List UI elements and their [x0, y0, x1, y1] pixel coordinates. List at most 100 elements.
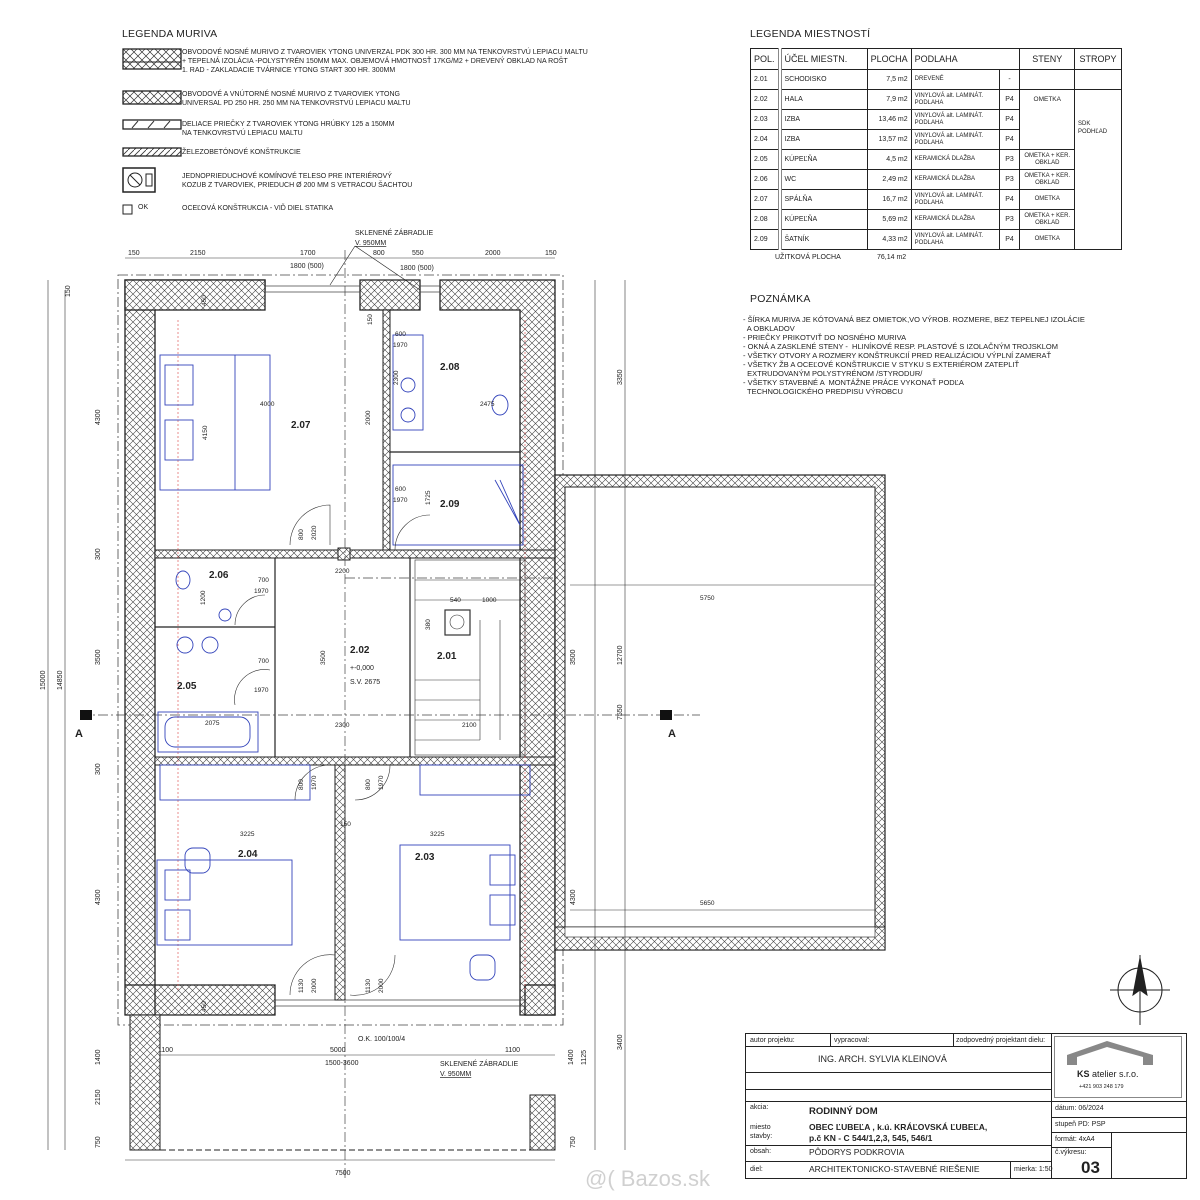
svg-text:540: 540: [450, 597, 461, 604]
svg-text:4300: 4300: [95, 409, 102, 425]
svg-text:3500: 3500: [95, 649, 102, 665]
svg-text:2000: 2000: [311, 978, 318, 993]
svg-text:3225: 3225: [240, 831, 255, 838]
svg-text:4300: 4300: [95, 889, 102, 905]
room-floor: VINYLOVÁ alt. LAMINÁT. PODLAHA: [910, 109, 1000, 130]
legend-item-3: DELIACE PRIEČKY Z TVAROVIEK YTONG HRÚBKY…: [182, 121, 395, 137]
railing-bottom-1: SKLENENÉ ZÁBRADLIE: [440, 1059, 519, 1068]
svg-text:4300: 4300: [570, 889, 577, 905]
company-logo: KS atelier s.r.o. +421 903 248 179: [1054, 1036, 1182, 1098]
svg-text:800: 800: [298, 529, 305, 540]
svg-text:2020: 2020: [311, 525, 318, 540]
svg-text:5000: 5000: [330, 1047, 346, 1054]
legend-muriva: OBVODOVÉ NOSNÉ MURIVO Z TVAROVIEK YTONG …: [122, 48, 682, 223]
note-line: A OBKLADOV: [743, 324, 795, 333]
svg-text:150: 150: [340, 821, 351, 828]
svg-text:2000: 2000: [378, 978, 385, 993]
svg-text:1970: 1970: [311, 775, 318, 790]
legend-item-4: ŽELEZOBETÓNOVÉ KONŠTRUKCIE: [182, 149, 301, 156]
room-label-2.09: 2.09: [440, 499, 460, 510]
railing-bottom-2: V. 950MM: [440, 1071, 471, 1078]
drawing-no: 03: [1081, 1158, 1100, 1177]
content-value: PÔDORYS PODKROVIA: [809, 1147, 905, 1157]
svg-text:2075: 2075: [205, 720, 220, 727]
room-floor: VINYLOVÁ alt. LAMINÁT. PODLAHA: [910, 229, 1000, 250]
note-line: - OKNÁ A ZASKLENÉ STENY - HLINÍKOVÉ RESP…: [743, 342, 1058, 351]
responsible-label: zodpovedný projektant dielu:: [956, 1037, 1046, 1044]
room-label-2.06: 2.06: [209, 570, 229, 581]
room-walls: OMETKA: [1019, 89, 1076, 150]
svg-text:1970: 1970: [393, 342, 408, 349]
svg-text:600: 600: [395, 486, 406, 493]
note-line: - VŠETKY ŽB A OCEĽOVÉ KONŠTRUKCIE V STYK…: [743, 360, 1020, 369]
note-line: - ŠÍRKA MURIVA JE KÓTOVANÁ BEZ OMIETOK,V…: [743, 315, 1085, 324]
date: dátum: 06/2024: [1055, 1105, 1104, 1112]
author-name: ING. ARCH. SYLVIA KLEINOVÁ: [818, 1054, 947, 1064]
svg-text:2200: 2200: [335, 568, 350, 575]
svg-text:700: 700: [258, 577, 269, 584]
room-area: 4,33 m2: [866, 229, 912, 250]
svg-text:450: 450: [201, 295, 208, 306]
scale: mierka: 1:50: [1014, 1166, 1053, 1173]
svg-text:4150: 4150: [202, 425, 209, 440]
legend-muriva-title: LEGENDA MURIVA: [122, 28, 218, 40]
part-label: diel:: [750, 1166, 763, 1173]
total-area-label: UŽITKOVÁ PLOCHA: [775, 254, 841, 261]
svg-text:4000: 4000: [260, 401, 275, 408]
note-line: - VŠETKY STAVEBNÉ A MONTÁŽNE PRÁCE VYKON…: [743, 378, 964, 387]
legend-item-2: OBVODOVÉ A VNÚTORNÉ NOSNÉ MURIVO Z TVARO…: [182, 91, 411, 107]
svg-text:1125: 1125: [581, 1050, 588, 1065]
company-bold: KS: [1077, 1069, 1090, 1079]
svg-text:3350: 3350: [617, 369, 624, 385]
svg-text:1500-3600: 1500-3600: [325, 1060, 359, 1067]
author-label: autor projektu:: [750, 1037, 795, 1044]
section-marker-left: A: [75, 710, 92, 740]
stair-height: S.V. 2675: [350, 679, 380, 686]
svg-text:1970: 1970: [393, 497, 408, 504]
room-label-2.04: 2.04: [238, 849, 258, 860]
svg-text:3400: 3400: [617, 1034, 624, 1050]
note-line: - VŠETKY OTVORY A ROZMERY KONŠTRUKCIÍ PR…: [743, 351, 1052, 360]
total-area-value: 76,14 m2: [877, 254, 907, 261]
level-mark: +-0,000: [350, 665, 374, 672]
svg-text:3500: 3500: [320, 650, 327, 665]
svg-text:800: 800: [373, 250, 385, 257]
svg-text:800: 800: [365, 779, 372, 790]
part-value: ARCHITEKTONICKO-STAVEBNÉ RIEŠENIE: [809, 1164, 980, 1174]
svg-text:1700: 1700: [300, 250, 316, 257]
svg-text:1200: 1200: [200, 590, 207, 605]
company-phone: +421 903 248 179: [1079, 1084, 1124, 1090]
svg-text:7550: 7550: [617, 704, 624, 720]
legend-item-6: OCEĽOVÁ KONŠTRUKCIA - VIĎ DIEL STATIKA: [182, 205, 334, 212]
svg-text:14850: 14850: [57, 670, 64, 690]
legend-swatches: [122, 48, 182, 215]
svg-text:2150: 2150: [190, 250, 206, 257]
dims-right: 3350 12700 3500 7550 4300 3400 1400 1125…: [568, 369, 624, 1148]
svg-text:1130: 1130: [365, 979, 372, 993]
room-floor-code: -: [998, 69, 1021, 90]
room-label-2.02: 2.02: [350, 645, 370, 656]
steel-label: O.K. 100/100/4: [358, 1036, 405, 1043]
svg-text:1800 (500): 1800 (500): [290, 263, 324, 270]
svg-text:800: 800: [298, 779, 305, 790]
dims-left: 150 4300 300 3500 300 4300 1400 2150 750…: [40, 285, 102, 1148]
svg-text:2300: 2300: [335, 722, 350, 729]
svg-text:300: 300: [95, 548, 102, 560]
svg-text:2000: 2000: [485, 250, 501, 257]
staircase: [414, 559, 526, 756]
svg-text:700: 700: [258, 658, 269, 665]
svg-text:A: A: [668, 728, 676, 740]
watermark: @( Bazos.sk: [585, 1166, 711, 1191]
ceiling-value: SDK PODHĽAD: [1074, 89, 1122, 250]
svg-text:1800 (500): 1800 (500): [400, 265, 434, 272]
railing-top-1: SKLENENÉ ZÁBRADLIE: [355, 228, 434, 237]
svg-text:5650: 5650: [700, 900, 715, 907]
legend-item-1: OBVODOVÉ NOSNÉ MURIVO Z TVAROVIEK YTONG …: [182, 49, 588, 74]
prepared-label: vypracoval:: [834, 1037, 870, 1044]
